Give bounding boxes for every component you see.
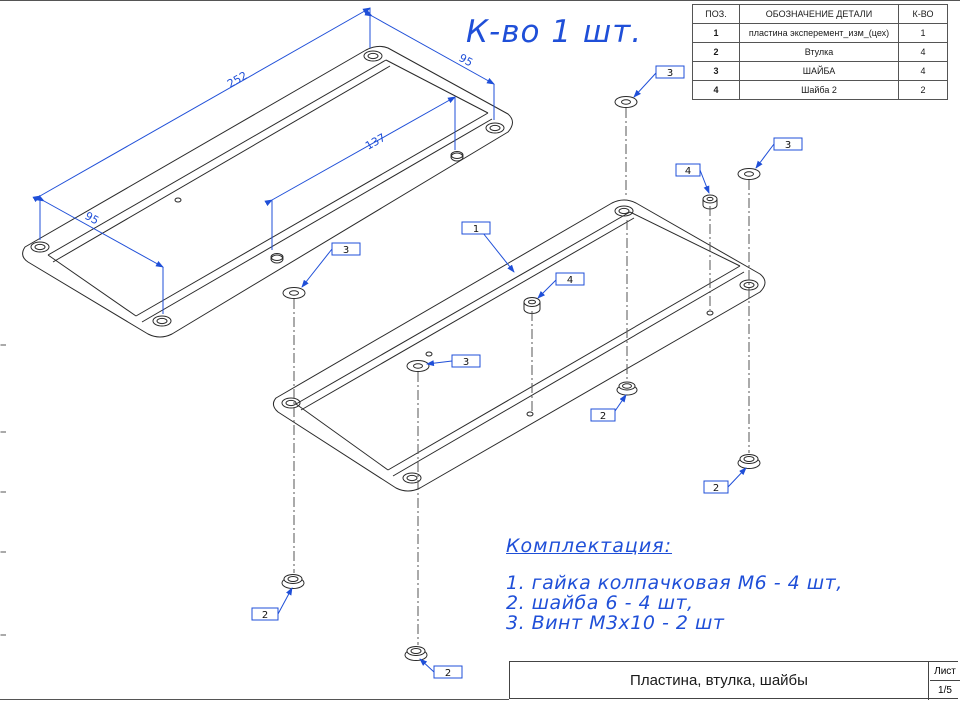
nut-bottom bbox=[404, 646, 428, 661]
callout-nut-right: 2 bbox=[713, 483, 719, 494]
callout-nut-mid: 2 bbox=[600, 411, 606, 422]
list-item: 2. шайба 6 - 4 шт, bbox=[506, 592, 694, 614]
hardware-parts bbox=[281, 96, 761, 661]
dimension-lines bbox=[32, 7, 495, 314]
callout-washer-right: 3 bbox=[785, 140, 791, 151]
bom-cell-qty: 2 bbox=[898, 80, 948, 100]
washer-top bbox=[614, 96, 638, 108]
bom-header-pos: ПОЗ. bbox=[692, 4, 740, 24]
table-row: 1 пластина эксперемент_изм_(цех) 1 bbox=[692, 23, 948, 43]
bom-header-row: ПОЗ. ОБОЗНАЧЕНИЕ ДЕТАЛИ К-ВО bbox=[692, 4, 948, 24]
bom-cell-pos: 2 bbox=[692, 42, 740, 62]
kit-list: Комплектация: 1. гайка колпачковая М6 - … bbox=[506, 535, 843, 633]
bom-header-name: ОБОЗНАЧЕНИЕ ДЕТАЛИ bbox=[739, 4, 899, 24]
bom-cell-pos: 4 bbox=[692, 80, 740, 100]
bom-cell-qty: 1 bbox=[898, 23, 948, 43]
callout-nut-left: 2 bbox=[262, 610, 268, 621]
nut-mid bbox=[616, 381, 638, 396]
callout-nut-bottom: 2 bbox=[445, 668, 451, 679]
callout-washer-center: 3 bbox=[463, 357, 469, 368]
plate-view-assembly bbox=[272, 199, 766, 492]
bom-cell-pos: 3 bbox=[692, 61, 740, 81]
sheet-label: Лист bbox=[930, 662, 960, 681]
dim-hole-spacing: 137 bbox=[363, 131, 388, 153]
callout-leaders bbox=[277, 72, 775, 673]
kit-title: Комплектация: bbox=[506, 535, 673, 557]
bom-cell-name: ШАЙБА bbox=[739, 61, 899, 81]
callout-washer-top: 3 bbox=[667, 68, 673, 79]
nut-left bbox=[281, 574, 305, 589]
bom-cell-name: пластина эксперемент_изм_(цех) bbox=[739, 23, 899, 43]
washer-left bbox=[282, 287, 306, 299]
bom-cell-pos: 1 bbox=[692, 23, 740, 43]
table-row: 3 ШАЙБА 4 bbox=[692, 61, 948, 81]
sheet-number: 1/5 bbox=[938, 685, 952, 696]
callout-bushing-center: 4 bbox=[567, 275, 573, 286]
nut-right bbox=[737, 454, 761, 469]
list-item: 3. Винт М3х10 - 2 шт bbox=[506, 612, 725, 634]
callout-washer-left: 3 bbox=[343, 245, 349, 256]
callout-boxes bbox=[251, 65, 803, 679]
bushing-right bbox=[702, 194, 718, 210]
plate-view-dimensioned bbox=[22, 45, 513, 338]
table-row: 4 Шайба 2 2 bbox=[692, 80, 948, 100]
callout-bushing-right: 4 bbox=[685, 166, 691, 177]
title-block: Пластина, втулка, шайбы Лист 1/5 bbox=[509, 661, 960, 700]
bom-cell-qty: 4 bbox=[898, 61, 948, 81]
assembly-axes bbox=[293, 108, 750, 645]
bom-header-qty: К-ВО bbox=[898, 4, 948, 24]
drawing-title: Пластина, втулка, шайбы bbox=[510, 662, 929, 700]
callout-texts: 3 3 4 1 3 4 3 2 2 2 2 bbox=[262, 68, 791, 679]
table-row: 2 Втулка 4 bbox=[692, 42, 948, 62]
callout-plate: 1 bbox=[473, 224, 479, 235]
kit-items: 1. гайка колпачковая М6 - 4 шт, 2. шайба… bbox=[506, 573, 843, 633]
bom-cell-qty: 4 bbox=[898, 42, 948, 62]
dim-width: 95 bbox=[457, 51, 476, 69]
quantity-note: К-во 1 шт. bbox=[466, 14, 643, 50]
washer-center bbox=[406, 360, 430, 372]
dim-length: 252 bbox=[225, 69, 250, 91]
dim-offset: 95 bbox=[83, 209, 102, 227]
bom-cell-name: Шайба 2 bbox=[739, 80, 899, 100]
washer-right bbox=[737, 168, 761, 180]
list-item: 1. гайка колпачковая М6 - 4 шт, bbox=[506, 572, 843, 594]
bom-table: ПОЗ. ОБОЗНАЧЕНИЕ ДЕТАЛИ К-ВО 1 пластина … bbox=[692, 4, 948, 100]
bom-cell-name: Втулка bbox=[739, 42, 899, 62]
